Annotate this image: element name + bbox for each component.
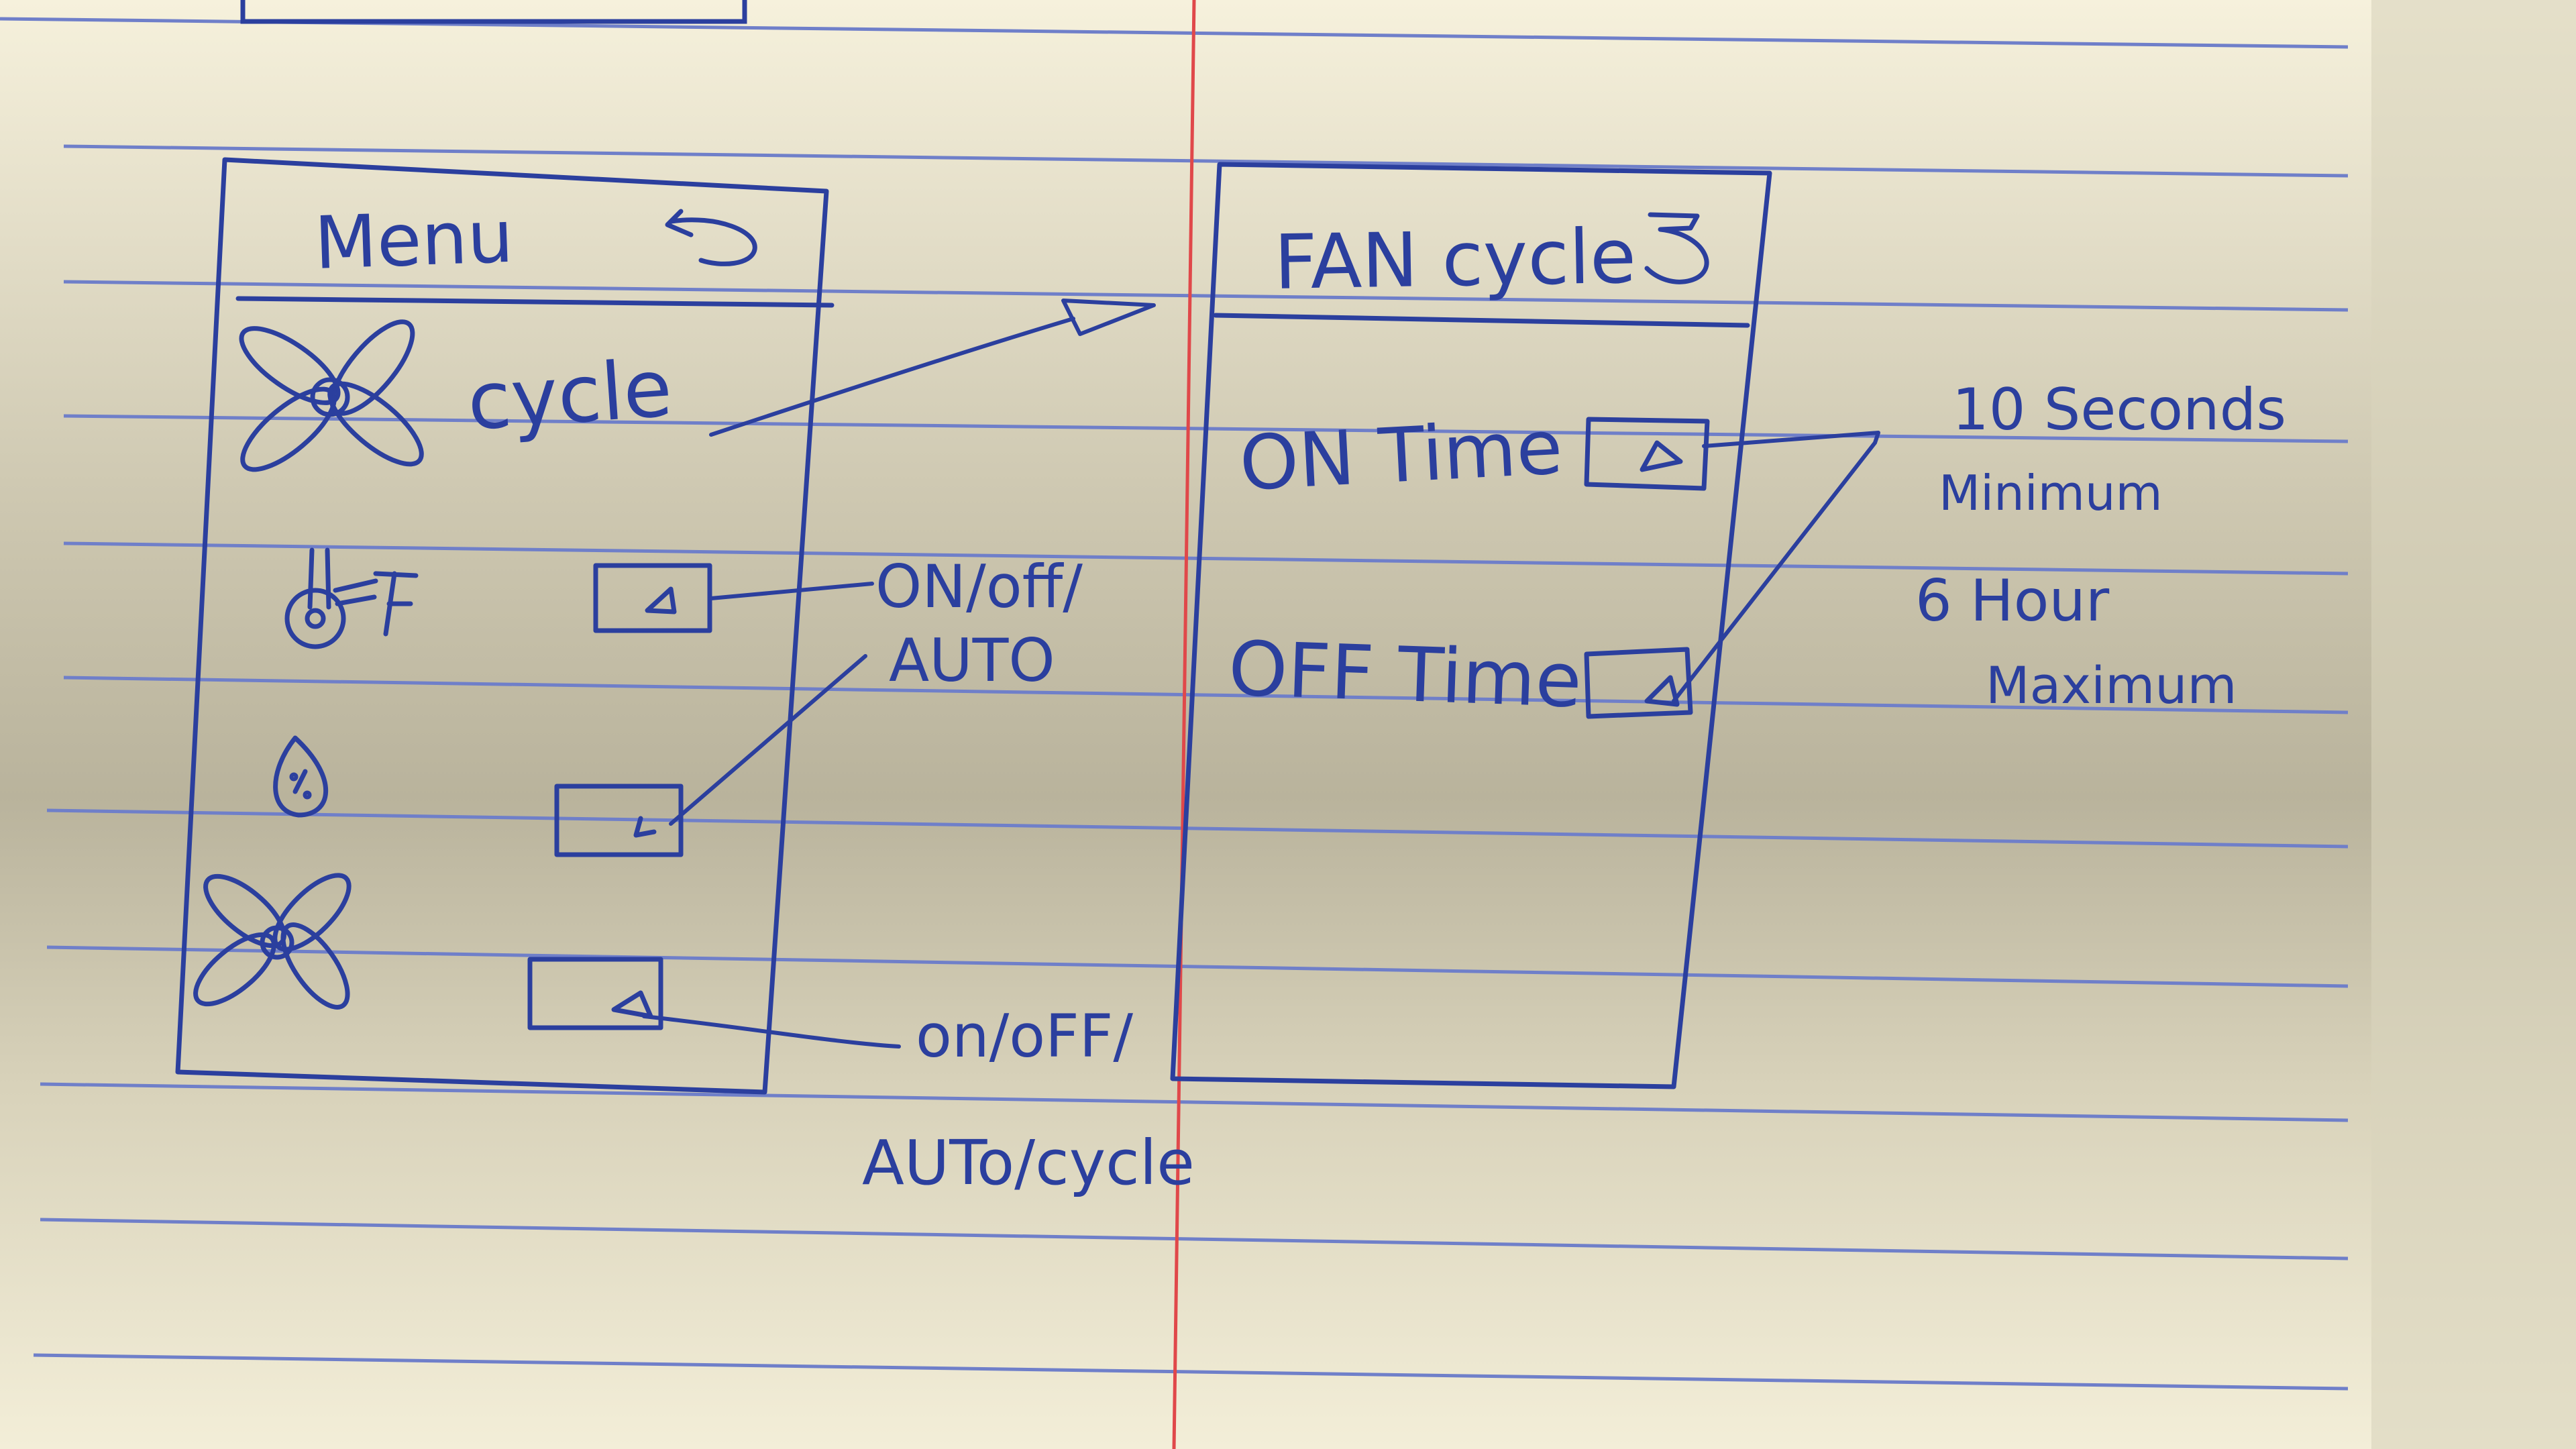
previous-screen-box — [240, 0, 747, 24]
menu-screen-frame — [175, 157, 829, 1095]
time-range-max-label: Maximum — [1986, 655, 2237, 715]
time-range-min-label: Minimum — [1939, 465, 2163, 521]
humidity-drop-icon — [273, 735, 329, 818]
humidity-options-leader — [669, 654, 867, 826]
fan-options-leader — [642, 1014, 901, 1049]
thermo-options-text-2: AUTO — [889, 626, 1055, 695]
menu-header-divider — [235, 296, 835, 308]
fan-cycle-title: FAN cycle — [1273, 213, 1637, 307]
time-range-leader — [1672, 431, 1880, 703]
back-arrow-icon[interactable] — [1644, 212, 1709, 284]
menu-title: Menu — [313, 195, 515, 286]
fan-mode-dropdown[interactable] — [527, 957, 663, 1030]
thermo-options-text: ON/off/ — [875, 552, 1083, 621]
fahrenheit-glyph — [373, 571, 419, 637]
thermometer-icon — [284, 547, 378, 649]
fan-cycle-screen-frame — [1170, 162, 1772, 1089]
paper-right-edge — [2371, 0, 2576, 1449]
fan-cycle-header-divider — [1213, 313, 1750, 328]
fan-options-text: on/oFF/ — [916, 1002, 1133, 1071]
fan-icon — [239, 319, 424, 472]
off-time-label: OFF Time — [1227, 625, 1583, 724]
menu-screen — [175, 157, 835, 1095]
off-time-dropdown[interactable] — [1584, 647, 1693, 719]
thermo-options-leader — [709, 582, 874, 600]
time-range-min: 10 Seconds — [1952, 376, 2286, 443]
time-range-max: 6 Hour — [1915, 568, 2110, 635]
humidity-dropdown[interactable] — [554, 784, 684, 857]
fan-mode-icon — [193, 873, 352, 1010]
arrowhead — [1061, 299, 1156, 336]
cycle-menu-item[interactable]: cycle — [464, 341, 675, 448]
cycle-navigation-arrow — [709, 317, 1075, 437]
rule-lines — [0, 17, 2349, 1391]
connectors — [642, 299, 1880, 1049]
back-arrow-icon[interactable] — [665, 209, 757, 266]
on-time-label: ON Time — [1238, 404, 1565, 508]
on-time-dropdown[interactable] — [1584, 417, 1710, 491]
margin-line — [1172, 0, 1196, 1449]
fan-cycle-screen — [1170, 162, 1772, 1089]
fan-options-text-2: AUTo/cycle — [862, 1127, 1195, 1199]
